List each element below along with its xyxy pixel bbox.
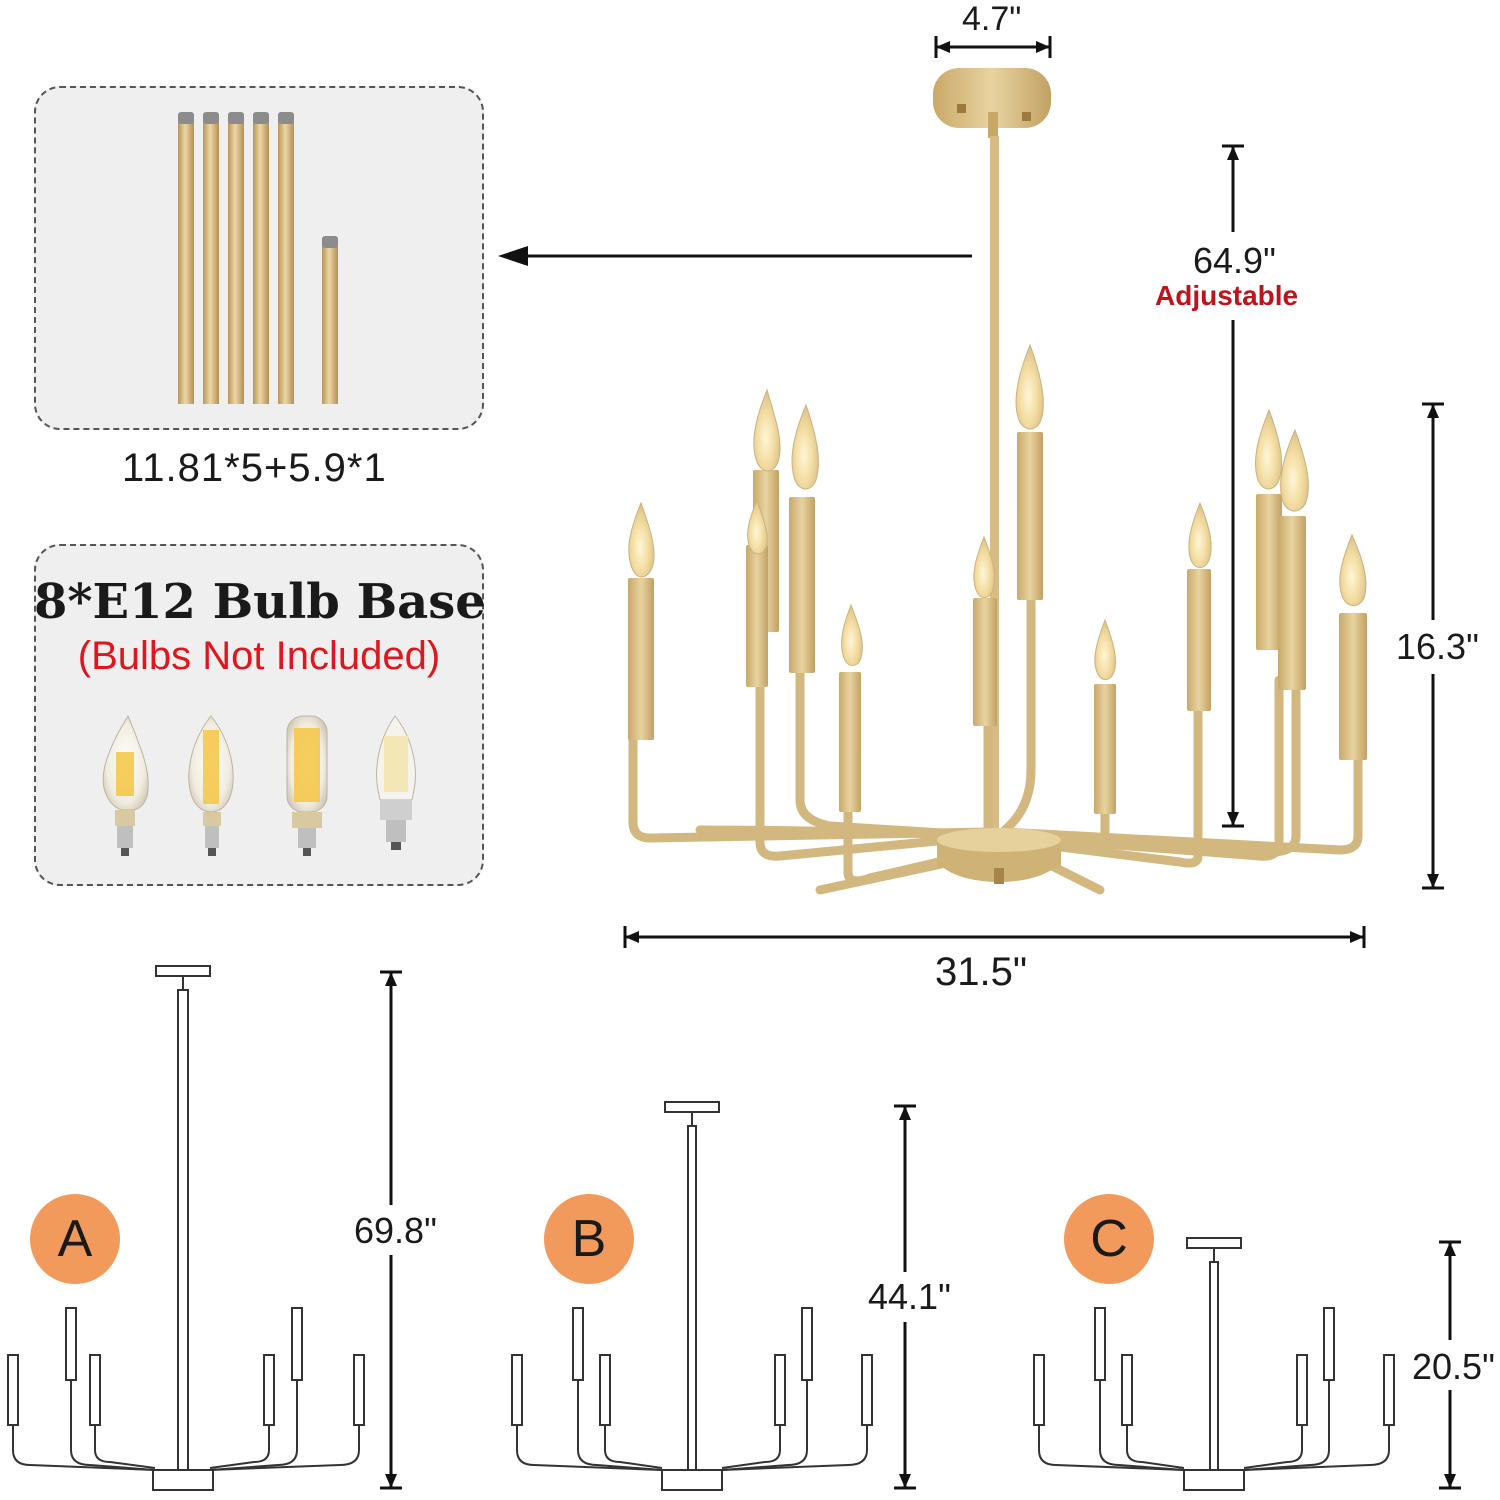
config-c-drawing: [1033, 1237, 1395, 1491]
bulb-base-title: 8*E12 Bulb Base: [34, 574, 486, 630]
canopy-width-label: 4.7": [962, 0, 1022, 38]
config-b-height-label: 44.1": [868, 1276, 951, 1317]
dimension-arrowheads: [385, 41, 1456, 1488]
config-a-drawing: [7, 965, 365, 1491]
config-c-badge: C: [1064, 1194, 1154, 1284]
flame-bulb-icon: [102, 714, 149, 856]
config-b-drawing: [511, 1101, 873, 1491]
dimension-lines: [380, 36, 1461, 1490]
adjustable-height-label: 64.9": [1193, 240, 1276, 281]
config-a-height-label: 69.8": [354, 1210, 437, 1251]
bulb-base-panel: [34, 544, 484, 886]
chandelier-photo: [628, 68, 1367, 895]
rods-pointer-arrow: [498, 246, 972, 266]
candle-bulb-icon: [188, 715, 234, 856]
rods-label: 11.81*5+5.9*1: [122, 446, 387, 490]
config-a-badge: A: [30, 1194, 120, 1284]
bulbs-not-included-note: (Bulbs Not Included): [77, 634, 441, 678]
config-b-badge: B: [544, 1194, 634, 1284]
fixture-height-label: 16.3": [1396, 626, 1479, 667]
led-corn-bulb-icon: [376, 715, 416, 850]
adjustable-note: Adjustable: [1155, 280, 1299, 311]
extension-rods: [178, 112, 338, 404]
config-c-height-label: 20.5": [1412, 1346, 1495, 1387]
fixture-width-label: 31.5": [935, 950, 1028, 994]
tubular-bulb-icon: [286, 715, 328, 856]
